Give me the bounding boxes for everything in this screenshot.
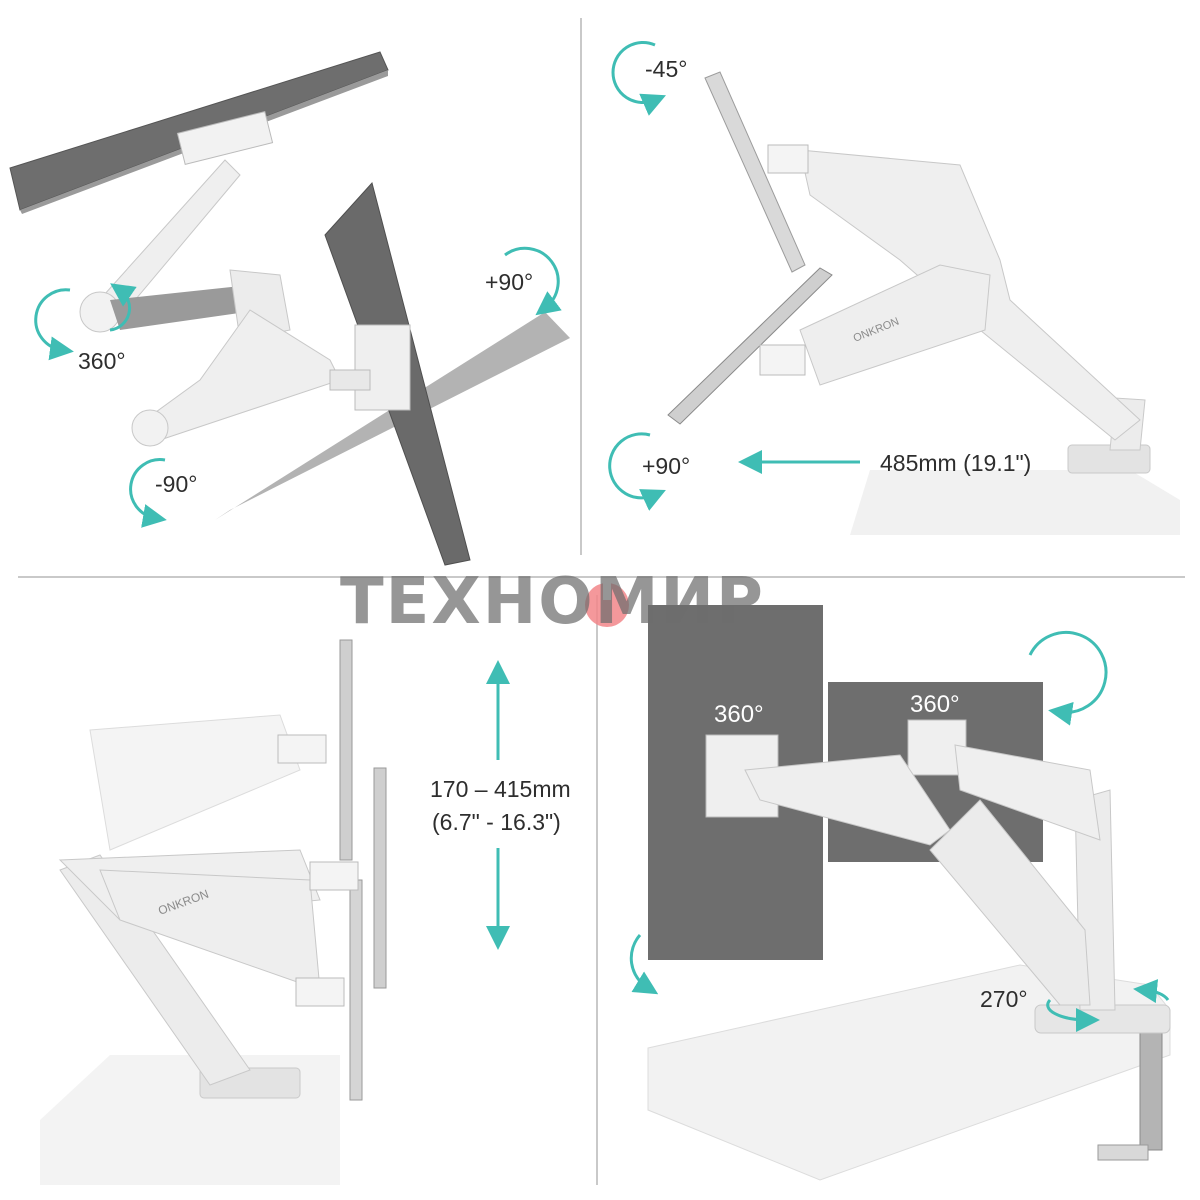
monitor-tilt-down xyxy=(667,267,833,425)
watermark-power-icon xyxy=(585,583,629,627)
label-plus-90-top-left: +90° xyxy=(485,269,534,295)
label-plus-90-top-right: +90° xyxy=(642,453,691,479)
label-minus-90-top-left: -90° xyxy=(155,471,198,497)
monitor-edge-high xyxy=(339,639,353,861)
bottom-right-panel xyxy=(629,605,1171,1181)
label-360-right-monitor: 360° xyxy=(910,691,960,718)
label-height-range-in: (6.7" - 16.3") xyxy=(432,809,561,835)
watermark-logo: ТЕХНОМИР xyxy=(340,565,765,639)
label-360-left-monitor: 360° xyxy=(714,701,764,728)
label-270-base: 270° xyxy=(980,986,1028,1012)
bottom-left-panel: ONKRON xyxy=(40,639,510,1185)
label-360-top-left: 360° xyxy=(78,348,126,374)
monitor-edge-mid xyxy=(373,767,387,989)
label-extension: 485mm (19.1") xyxy=(880,450,1032,476)
label-height-range-mm: 170 – 415mm xyxy=(430,776,571,802)
monitor-tilt-up xyxy=(704,71,806,273)
monitor-edge-low xyxy=(349,879,363,1101)
desk-top xyxy=(850,470,1180,535)
label-minus-45: -45° xyxy=(645,56,688,82)
top-right-panel: ONKRON xyxy=(608,41,1180,535)
top-left-panel xyxy=(9,51,570,566)
